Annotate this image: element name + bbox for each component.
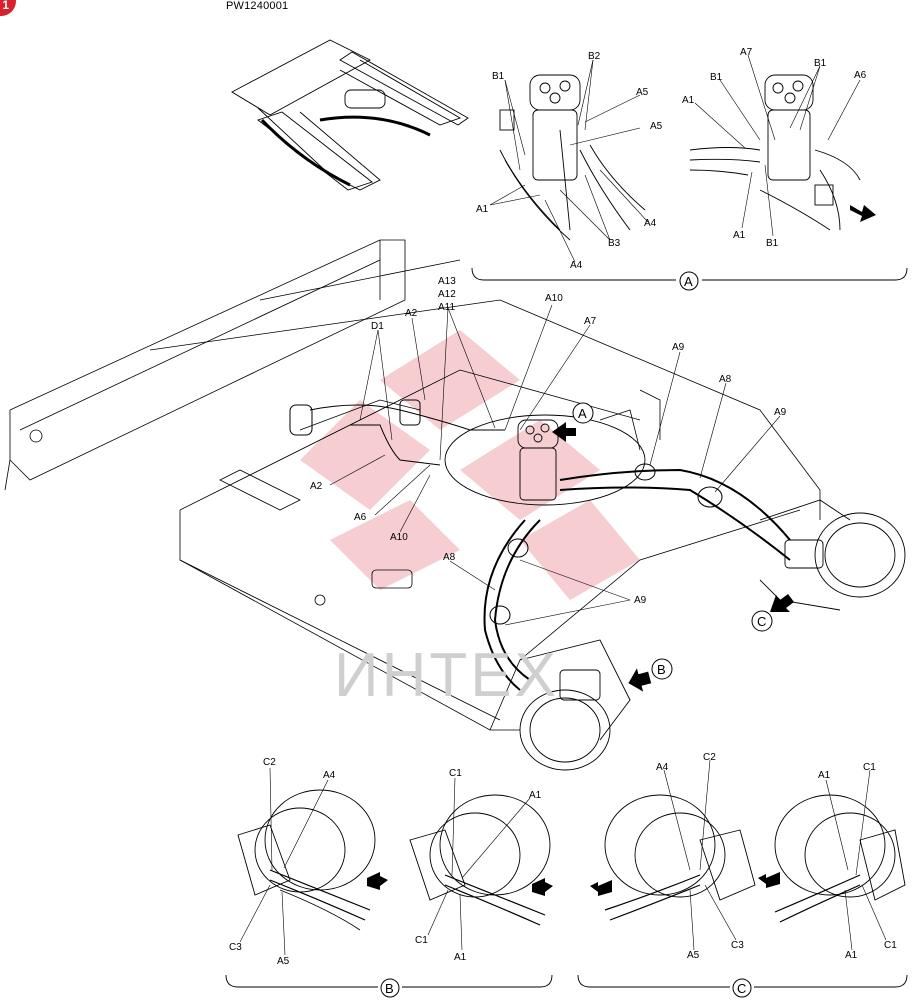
label-a10: A10 bbox=[545, 293, 563, 304]
main-leaders bbox=[329, 304, 781, 626]
main-travel-motor-b bbox=[519, 639, 631, 771]
label-a1: A1 bbox=[529, 790, 542, 801]
label-d1: D1 bbox=[371, 321, 384, 332]
label-b1: B1 bbox=[492, 71, 505, 82]
label-a8: A8 bbox=[443, 552, 456, 563]
arrow-a-right bbox=[850, 205, 876, 222]
main-travel-motor-c bbox=[759, 499, 906, 611]
label-c3: C3 bbox=[229, 942, 242, 953]
detail-c-left-leaders bbox=[663, 759, 737, 951]
view-c-letter: C bbox=[737, 981, 746, 996]
label-a12: A12 bbox=[438, 289, 456, 300]
label-c1: C1 bbox=[863, 762, 876, 773]
label-a9: A9 bbox=[634, 595, 647, 606]
bracket-b bbox=[225, 974, 553, 988]
view-b-callout-letter: B bbox=[657, 662, 666, 677]
label-b1: B1 bbox=[814, 58, 827, 69]
label-c1: C1 bbox=[415, 935, 428, 946]
label-b1: B1 bbox=[710, 72, 723, 83]
arrow-c-main bbox=[770, 594, 794, 612]
label-a6: A6 bbox=[354, 512, 367, 523]
label-a1: A1 bbox=[476, 204, 489, 215]
watermark-logo bbox=[300, 330, 640, 600]
label-a11: A11 bbox=[438, 302, 455, 313]
main-hoses bbox=[289, 399, 791, 691]
label-a5: A5 bbox=[687, 950, 700, 961]
view-a-callout bbox=[572, 402, 594, 424]
label-a1: A1 bbox=[454, 952, 467, 963]
detail-a-right bbox=[689, 74, 861, 231]
overview-machine bbox=[231, 39, 469, 191]
view-a-circle bbox=[679, 271, 699, 291]
watermark-text: ИНТЕХ bbox=[334, 641, 559, 710]
label-b1: B1 bbox=[766, 238, 779, 249]
drawing-code: PW1240001 bbox=[226, 0, 289, 12]
label-a2: A2 bbox=[310, 481, 323, 492]
label-a10: A10 bbox=[390, 532, 408, 543]
label-c3: C3 bbox=[731, 940, 744, 951]
arrow-b-right bbox=[532, 878, 553, 896]
arrow-b-left bbox=[367, 872, 388, 890]
label-a1: A1 bbox=[733, 230, 746, 241]
label-a9: A9 bbox=[774, 407, 787, 418]
label-a1: A1 bbox=[818, 770, 831, 781]
detail-a-left bbox=[499, 74, 646, 241]
label-a5: A5 bbox=[636, 87, 649, 98]
label-a13: A13 bbox=[438, 276, 456, 287]
bracket-c bbox=[577, 974, 908, 988]
view-a-callout-letter: A bbox=[578, 406, 587, 421]
detail-b-left-motor bbox=[237, 789, 376, 931]
label-a4: A4 bbox=[570, 260, 583, 271]
label-c2: C2 bbox=[703, 752, 716, 763]
label-a4: A4 bbox=[656, 762, 669, 773]
label-a2: A2 bbox=[405, 308, 418, 319]
view-b-circle bbox=[380, 978, 400, 998]
view-c-circle bbox=[732, 978, 752, 998]
label-a7: A7 bbox=[740, 47, 753, 58]
detail-a-right-labels bbox=[694, 54, 861, 237]
label-a7: A7 bbox=[584, 316, 597, 327]
bracket-a bbox=[471, 267, 908, 281]
detail-b-left-leaders bbox=[239, 767, 329, 956]
detail-b-right-motor bbox=[409, 794, 551, 926]
view-a-letter: A bbox=[684, 274, 693, 289]
label-c1: C1 bbox=[884, 940, 897, 951]
label-a4: A4 bbox=[644, 218, 657, 229]
detail-c-right-leaders bbox=[825, 769, 887, 951]
label-a1: A1 bbox=[682, 95, 695, 106]
detail-a-left-labels bbox=[489, 59, 649, 263]
label-a1: A1 bbox=[845, 950, 858, 961]
arrow-a-main bbox=[552, 422, 576, 442]
label-c2: C2 bbox=[263, 757, 276, 768]
label-a5: A5 bbox=[277, 956, 290, 967]
arrow-b-main bbox=[628, 668, 652, 692]
arrow-c-left bbox=[590, 880, 612, 896]
detail-c-left-motor bbox=[604, 794, 756, 921]
view-b-callout bbox=[651, 658, 673, 680]
detail-b-right-leaders bbox=[427, 777, 531, 951]
label-a4: A4 bbox=[323, 770, 336, 781]
view-c-callout-letter: C bbox=[757, 614, 766, 629]
label-a5: A5 bbox=[650, 121, 663, 132]
label-b2: B2 bbox=[588, 51, 601, 62]
label-a9: A9 bbox=[672, 342, 685, 353]
label-c1: C1 bbox=[449, 768, 462, 779]
label-a8: A8 bbox=[719, 374, 732, 385]
label-b3: B3 bbox=[608, 238, 621, 249]
label-a6: A6 bbox=[854, 70, 867, 81]
detail-c-right-motor bbox=[774, 794, 906, 923]
arrow-c-right bbox=[758, 872, 780, 888]
view-c-callout bbox=[751, 610, 773, 632]
view-b-letter: B bbox=[385, 981, 394, 996]
